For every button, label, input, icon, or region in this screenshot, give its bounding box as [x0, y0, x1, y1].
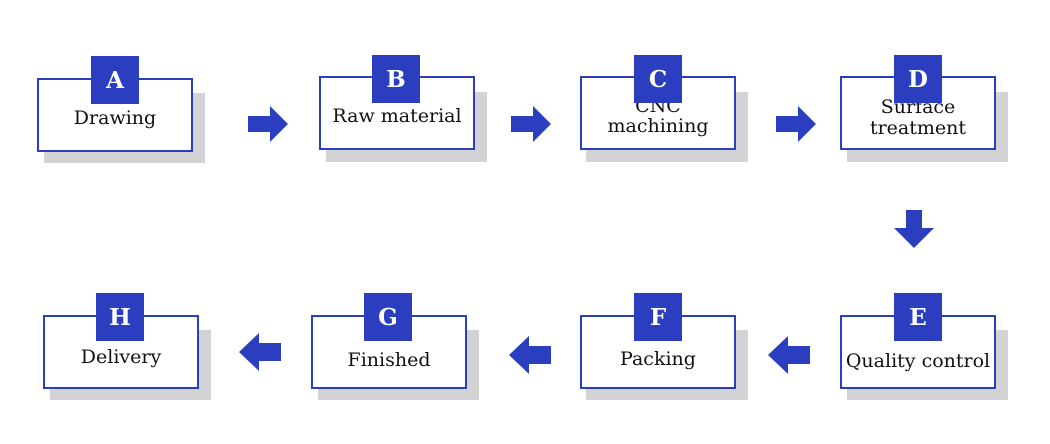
step-letter-badge: E [894, 293, 942, 341]
arrow-left-icon [239, 333, 281, 371]
step-letter-badge: D [894, 55, 942, 103]
step-letter-badge: G [364, 293, 412, 341]
step-letter-badge: A [91, 56, 139, 104]
step-label: Finished [347, 349, 431, 371]
step-label: Quality control [845, 350, 991, 372]
arrow-right-icon [776, 106, 816, 142]
step-letter-badge: B [372, 55, 420, 103]
arrow-down-icon [894, 210, 934, 248]
step-label: Delivery [80, 346, 162, 368]
arrow-right-icon [511, 106, 551, 142]
step-letter-badge: F [634, 293, 682, 341]
arrow-left-icon [768, 336, 810, 374]
step-box: Finished [311, 315, 467, 389]
step-label: Packing [620, 348, 696, 370]
step-letter-badge: C [634, 55, 682, 103]
step-label: Raw material [332, 105, 462, 127]
step-letter-badge: H [96, 293, 144, 341]
step-label: Drawing [73, 107, 157, 129]
arrow-left-icon [509, 336, 551, 374]
arrow-right-icon [248, 106, 288, 142]
